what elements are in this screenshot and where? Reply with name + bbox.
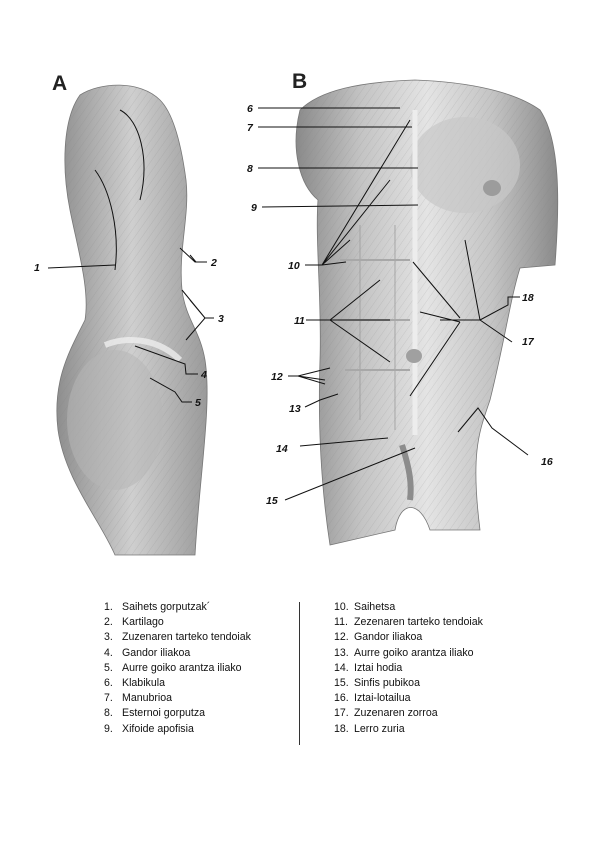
callout-9: 9 (251, 202, 257, 214)
callout-15: 15 (266, 495, 278, 507)
legend-item: 8.Esternoi gorputza (104, 707, 206, 720)
callout-2: 2 (210, 257, 217, 269)
callout-10: 10 (288, 260, 300, 272)
callout-18: 18 (522, 292, 534, 304)
legend-item: 3.Zuzenaren tarteko tendoiak (104, 631, 251, 644)
torso-lateral-illustration (56, 84, 208, 556)
callout-6: 6 (247, 103, 253, 115)
legend-item: 14.Iztai hodia (334, 661, 403, 674)
callout-4: 4 (200, 369, 207, 381)
callout-8: 8 (247, 163, 253, 175)
legend: 1.Saihets gorputzak´ 2.Kartilago 3.Zuzen… (0, 600, 599, 750)
leader-lines-a (47, 247, 214, 403)
anatomy-figure: A B (34, 70, 559, 556)
legend-item: 1.Saihets gorputzak´ (104, 601, 211, 613)
callout-12: 12 (271, 371, 283, 383)
callout-1: 1 (34, 262, 40, 274)
callout-5: 5 (195, 397, 201, 409)
legend-item: 11.Zezenaren tarteko tendoiak (334, 616, 483, 629)
legend-item: 18.Lerro zuria (334, 722, 405, 735)
callout-14: 14 (276, 443, 288, 455)
legend-item: 17.Zuzenaren zorroa (334, 707, 438, 720)
legend-item: 10.Saihetsa (334, 601, 396, 613)
panel-label-a: A (52, 72, 67, 95)
legend-column-left: 1.Saihets gorputzak´ 2.Kartilago 3.Zuzen… (104, 600, 251, 737)
legend-item: 4.Gandor iliakoa (104, 646, 191, 659)
callout-13: 13 (289, 403, 301, 415)
legend-item: 13.Aurre goiko arantza iliako (334, 646, 474, 659)
legend-item: 6.Klabikula (104, 677, 165, 690)
legend-item: 15.Sinfis pubikoa (334, 677, 420, 690)
legend-item: 16.Iztai-lotailua (334, 692, 411, 705)
legend-divider (299, 602, 300, 745)
callout-3: 3 (218, 313, 224, 325)
legend-item: 12.Gandor iliakoa (334, 631, 423, 644)
leader-lines-b (258, 107, 529, 501)
callout-16: 16 (541, 456, 553, 468)
legend-item: 9.Xifoide apofisia (104, 722, 194, 735)
legend-item: 5.Aurre goiko arantza iliako (104, 661, 242, 674)
callout-7: 7 (247, 122, 254, 134)
callout-17: 17 (522, 336, 535, 348)
callout-11: 11 (294, 315, 305, 327)
legend-item: 2.Kartilago (104, 616, 164, 629)
legend-column-right: 10.Saihetsa 11.Zezenaren tarteko tendoia… (334, 600, 483, 737)
legend-item: 7.Manubrioa (104, 692, 173, 705)
panel-label-b: B (292, 70, 307, 93)
torso-anterior-illustration (295, 79, 559, 546)
